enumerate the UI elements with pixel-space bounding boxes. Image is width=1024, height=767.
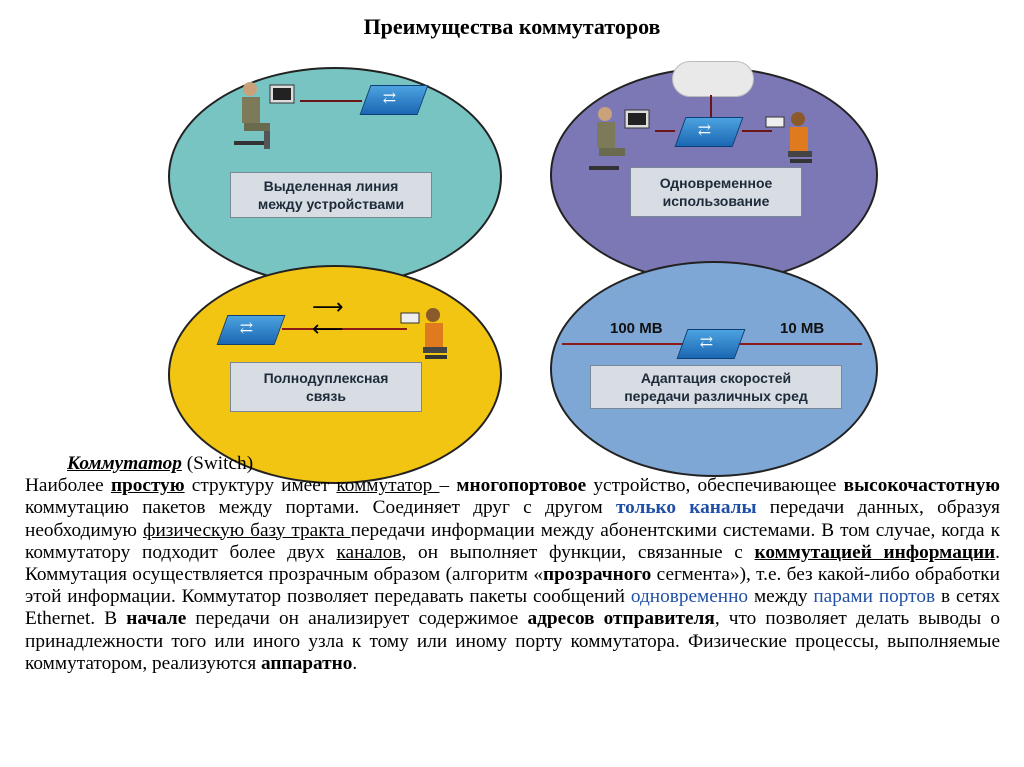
- user-with-laptop-icon: [765, 112, 812, 163]
- user-with-laptop-icon: [400, 308, 447, 359]
- page-title: Преимущества коммутаторов: [363, 14, 661, 39]
- text-run: передачи информации между абонентскими с…: [25, 519, 1000, 563]
- dedicated-line-caption: Выделенная линия между устройствами: [230, 172, 432, 218]
- caption-line: Полнодуплексная: [263, 370, 389, 386]
- text-run: аппаратно: [261, 652, 353, 674]
- text-run: Наиболее: [25, 475, 111, 497]
- text-run: физическую базу тракта: [142, 519, 351, 541]
- user-at-computer-icon: [589, 107, 650, 170]
- connection-line: [300, 100, 362, 102]
- connection-line: [742, 130, 772, 132]
- right-arrow-icon: ⟶: [312, 295, 344, 320]
- caption-line: использование: [662, 193, 770, 209]
- text-run: передачи он анализирует содержимое: [186, 608, 528, 630]
- full-duplex-caption: Полнодуплексная связь: [230, 362, 422, 412]
- text-run: , что позволяет делать выводы о принадле…: [25, 608, 1000, 674]
- text-run: одновременно: [630, 586, 749, 608]
- switch-icon: [674, 117, 744, 147]
- text-run: только каналы: [615, 497, 757, 519]
- speed-label-right: 10 MB: [780, 320, 825, 337]
- text-run: коммутацией информации: [754, 541, 996, 563]
- text-run: сегмента»), т.е. без какой-либо обработк…: [25, 564, 1000, 608]
- switch-icon: [216, 315, 286, 345]
- text-run: коммутацию пакетов между портами. Соедин…: [25, 497, 616, 519]
- caption-line: Адаптация скоростей: [640, 370, 792, 386]
- connection-line: [282, 328, 407, 330]
- left-arrow-icon: ⟵: [312, 317, 344, 342]
- heading-term: Коммутатор: [67, 453, 182, 474]
- switch-icon: [676, 329, 746, 359]
- text-run: парами портов: [813, 586, 936, 608]
- text-run: прозрачного: [542, 564, 652, 586]
- caption-line: передачи различных сред: [624, 388, 808, 404]
- connection-line: [710, 95, 712, 117]
- paragraph: Наиболее простую структуру имеет коммута…: [25, 475, 1000, 675]
- speed-adaptation-caption: Адаптация скоростей передачи различных с…: [590, 365, 842, 409]
- switch-icon: [359, 85, 429, 115]
- text-run: передачи данных, образуя необходимую: [25, 497, 1001, 541]
- connection-line: [655, 130, 675, 132]
- caption-line: Выделенная линия: [263, 178, 399, 194]
- caption-line: связь: [306, 388, 346, 404]
- simultaneous-use-caption: Одновременное использование: [630, 167, 802, 217]
- caption-line: между устройствами: [257, 196, 405, 212]
- heading-rest: (Switch): [181, 453, 254, 474]
- text-run: адресов отправителя: [527, 608, 715, 630]
- text-run: между: [748, 586, 814, 608]
- text-run: многопортовое: [456, 475, 587, 497]
- text-run: структуру имеет: [184, 475, 337, 497]
- text-run: простую: [110, 475, 185, 497]
- text-run: устройство, обеспечивающее: [586, 475, 844, 497]
- text-run: , он выполняет функции, связанные с: [401, 541, 755, 563]
- section-heading: Коммутатор (Switch): [25, 453, 1000, 475]
- text-run: в сетях Ethernet. В: [25, 586, 1000, 630]
- user-at-computer-icon: [234, 82, 295, 149]
- text-run: . Коммутация осуществляется прозрачным о…: [25, 541, 1000, 586]
- caption-line: Одновременное: [659, 175, 773, 191]
- body-text: Коммутатор (Switch) Наиболее простую стр…: [25, 453, 1000, 675]
- cloud-icon: [672, 61, 754, 97]
- text-run: .: [352, 652, 358, 674]
- speed-label-left: 100 MB: [610, 320, 663, 337]
- text-run: –: [439, 475, 457, 497]
- text-run: каналов: [336, 541, 402, 563]
- text-run: коммутатор: [336, 475, 440, 497]
- text-run: начале: [126, 608, 187, 630]
- full-duplex-ellipse: [168, 265, 502, 484]
- switch-advantages-figure: Выделенная линия между устройствами Одно…: [160, 55, 878, 484]
- text-run: высокочастотную: [843, 475, 1000, 497]
